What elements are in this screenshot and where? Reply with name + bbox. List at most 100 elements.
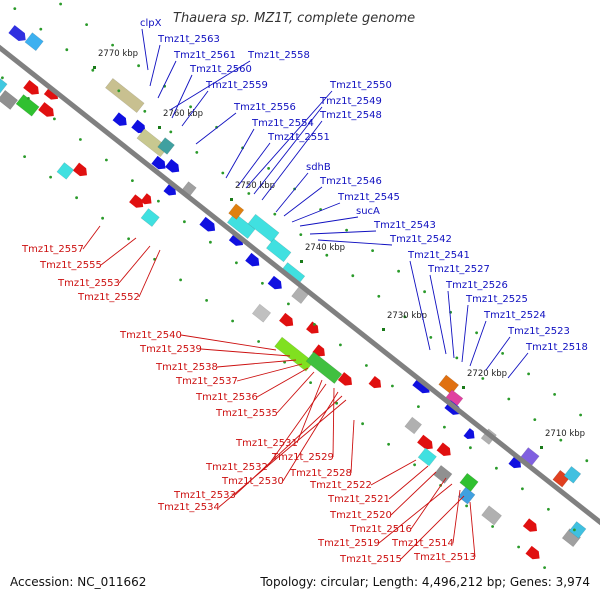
- grid-dot: [521, 487, 524, 491]
- grid-dot: [205, 299, 209, 302]
- label-leader: [283, 186, 323, 217]
- reverse-gene-label[interactable]: Tmz1t_2532: [205, 462, 268, 473]
- reverse-gene-label[interactable]: Tmz1t_2519: [317, 538, 380, 549]
- grid-dot: [101, 216, 104, 220]
- grid-dot: [39, 27, 43, 31]
- forward-gene-label[interactable]: Tmz1t_2543: [373, 220, 436, 231]
- forward-gene-label[interactable]: Tmz1t_2559: [205, 80, 268, 91]
- grid-dot: [527, 372, 530, 376]
- gene-block: [459, 472, 479, 492]
- reverse-gene-label[interactable]: Tmz1t_2529: [271, 452, 334, 463]
- forward-gene-label[interactable]: Tmz1t_2558: [247, 50, 310, 61]
- gene-arrow: [522, 518, 537, 532]
- reverse-gene-label[interactable]: Tmz1t_2522: [309, 480, 372, 491]
- label-leader: [469, 501, 476, 558]
- gene-block: [251, 303, 272, 323]
- reverse-gene-label[interactable]: Tmz1t_2520: [329, 510, 392, 521]
- reverse-gene-label[interactable]: Tmz1t_2555: [39, 260, 102, 271]
- forward-gene-label[interactable]: Tmz1t_2549: [319, 96, 382, 107]
- forward-gene-label[interactable]: Tmz1t_2560: [189, 64, 252, 75]
- forward-gene-label[interactable]: Tmz1t_2548: [319, 110, 382, 121]
- reverse-gene-label[interactable]: Tmz1t_2553: [57, 278, 120, 289]
- forward-gene-label[interactable]: Tmz1t_2523: [507, 326, 570, 337]
- gene-block: [15, 94, 40, 117]
- reverse-gene-label[interactable]: Tmz1t_2515: [339, 554, 402, 565]
- gene-arrow: [112, 112, 127, 126]
- grid-dot: [169, 130, 173, 134]
- grid-dot: [75, 196, 78, 200]
- reverse-gene-label[interactable]: Tmz1t_2539: [139, 344, 202, 355]
- grid-dot: [585, 459, 589, 463]
- forward-gene-label[interactable]: Tmz1t_2527: [427, 264, 490, 275]
- grid-dot: [1, 76, 4, 80]
- grid-dot: [105, 158, 108, 162]
- grid-dot: [465, 504, 468, 508]
- grid-dot: [49, 175, 52, 179]
- label-leader: [218, 399, 347, 508]
- gene-block: [274, 336, 314, 372]
- forward-gene-label[interactable]: Tmz1t_2550: [329, 80, 392, 91]
- reverse-gene-label[interactable]: Tmz1t_2528: [289, 468, 352, 479]
- reverse-gene-label[interactable]: Tmz1t_2534: [157, 502, 220, 513]
- reverse-gene-label[interactable]: Tmz1t_2537: [175, 376, 238, 387]
- reverse-gene-label[interactable]: Tmz1t_2540: [119, 330, 182, 341]
- gene-arrow: [245, 252, 260, 267]
- grid-dot: [189, 105, 193, 109]
- forward-gene-label[interactable]: Tmz1t_2525: [465, 294, 528, 305]
- gene-block: [56, 162, 75, 180]
- forward-gene-label[interactable]: Tmz1t_2554: [251, 118, 314, 129]
- gene-block: [0, 89, 19, 110]
- reverse-gene-label[interactable]: Tmz1t_2535: [215, 408, 278, 419]
- gene-arrow: [337, 372, 352, 386]
- grid-dot: [403, 315, 407, 319]
- grid-dot: [481, 377, 485, 380]
- label-leader: [429, 274, 447, 355]
- reverse-gene-label[interactable]: Tmz1t_2552: [77, 292, 140, 303]
- reverse-gene-label[interactable]: Tmz1t_2538: [155, 362, 218, 373]
- grid-dot: [547, 507, 550, 511]
- forward-gene-label[interactable]: Tmz1t_2561: [173, 50, 236, 61]
- forward-gene-label[interactable]: sucA: [356, 206, 380, 217]
- forward-gene-label[interactable]: Tmz1t_2542: [389, 234, 452, 245]
- label-leader: [409, 260, 431, 351]
- reverse-gene-label[interactable]: Tmz1t_2513: [413, 552, 476, 563]
- label-leader: [100, 237, 137, 266]
- gene-arrow: [228, 232, 243, 246]
- gene-arrow: [8, 25, 26, 42]
- grid-dot: [127, 237, 130, 241]
- label-leader: [390, 471, 437, 516]
- forward-gene-label[interactable]: Tmz1t_2518: [525, 342, 588, 353]
- forward-gene-label[interactable]: sdhB: [306, 162, 331, 173]
- forward-gene-label[interactable]: Tmz1t_2556: [233, 102, 296, 113]
- reverse-gene-label[interactable]: Tmz1t_2557: [21, 244, 84, 255]
- label-leader: [388, 465, 429, 500]
- forward-gene-label[interactable]: Tmz1t_2563: [157, 34, 220, 45]
- reverse-gene-label[interactable]: Tmz1t_2530: [221, 476, 284, 487]
- forward-gene-label[interactable]: Tmz1t_2524: [483, 310, 546, 321]
- reverse-gene-labels: Tmz1t_2557Tmz1t_2555Tmz1t_2553Tmz1t_2552…: [21, 225, 476, 565]
- tick-label: 2730 kbp: [387, 311, 427, 321]
- reverse-gene-label[interactable]: Tmz1t_2514: [391, 538, 454, 549]
- reverse-gene-label[interactable]: Tmz1t_2531: [235, 438, 298, 449]
- forward-gene-label[interactable]: clpX: [140, 18, 162, 29]
- label-leader: [200, 348, 291, 357]
- grid-dot: [325, 253, 329, 257]
- tick-mark: [382, 328, 385, 331]
- forward-gene-label[interactable]: Tmz1t_2546: [319, 176, 382, 187]
- reverse-gene-label[interactable]: Tmz1t_2536: [195, 392, 258, 403]
- forward-gene-label[interactable]: Tmz1t_2545: [337, 192, 400, 203]
- grid-dot: [351, 274, 355, 278]
- grid-dot: [475, 331, 478, 335]
- forward-gene-label[interactable]: Tmz1t_2541: [407, 250, 470, 261]
- tick-label: 2770 kbp: [98, 49, 138, 59]
- label-leader: [138, 249, 161, 298]
- gene-arrow: [38, 102, 54, 117]
- accession-text: Accession: NC_011662: [10, 575, 146, 589]
- grid-dot: [157, 199, 160, 203]
- reverse-gene-label[interactable]: Tmz1t_2521: [327, 494, 390, 505]
- reverse-gene-label[interactable]: Tmz1t_2516: [349, 524, 412, 535]
- forward-gene-label[interactable]: Tmz1t_2526: [445, 280, 508, 291]
- reverse-gene-label[interactable]: Tmz1t_2533: [173, 490, 236, 501]
- label-leader: [245, 90, 333, 189]
